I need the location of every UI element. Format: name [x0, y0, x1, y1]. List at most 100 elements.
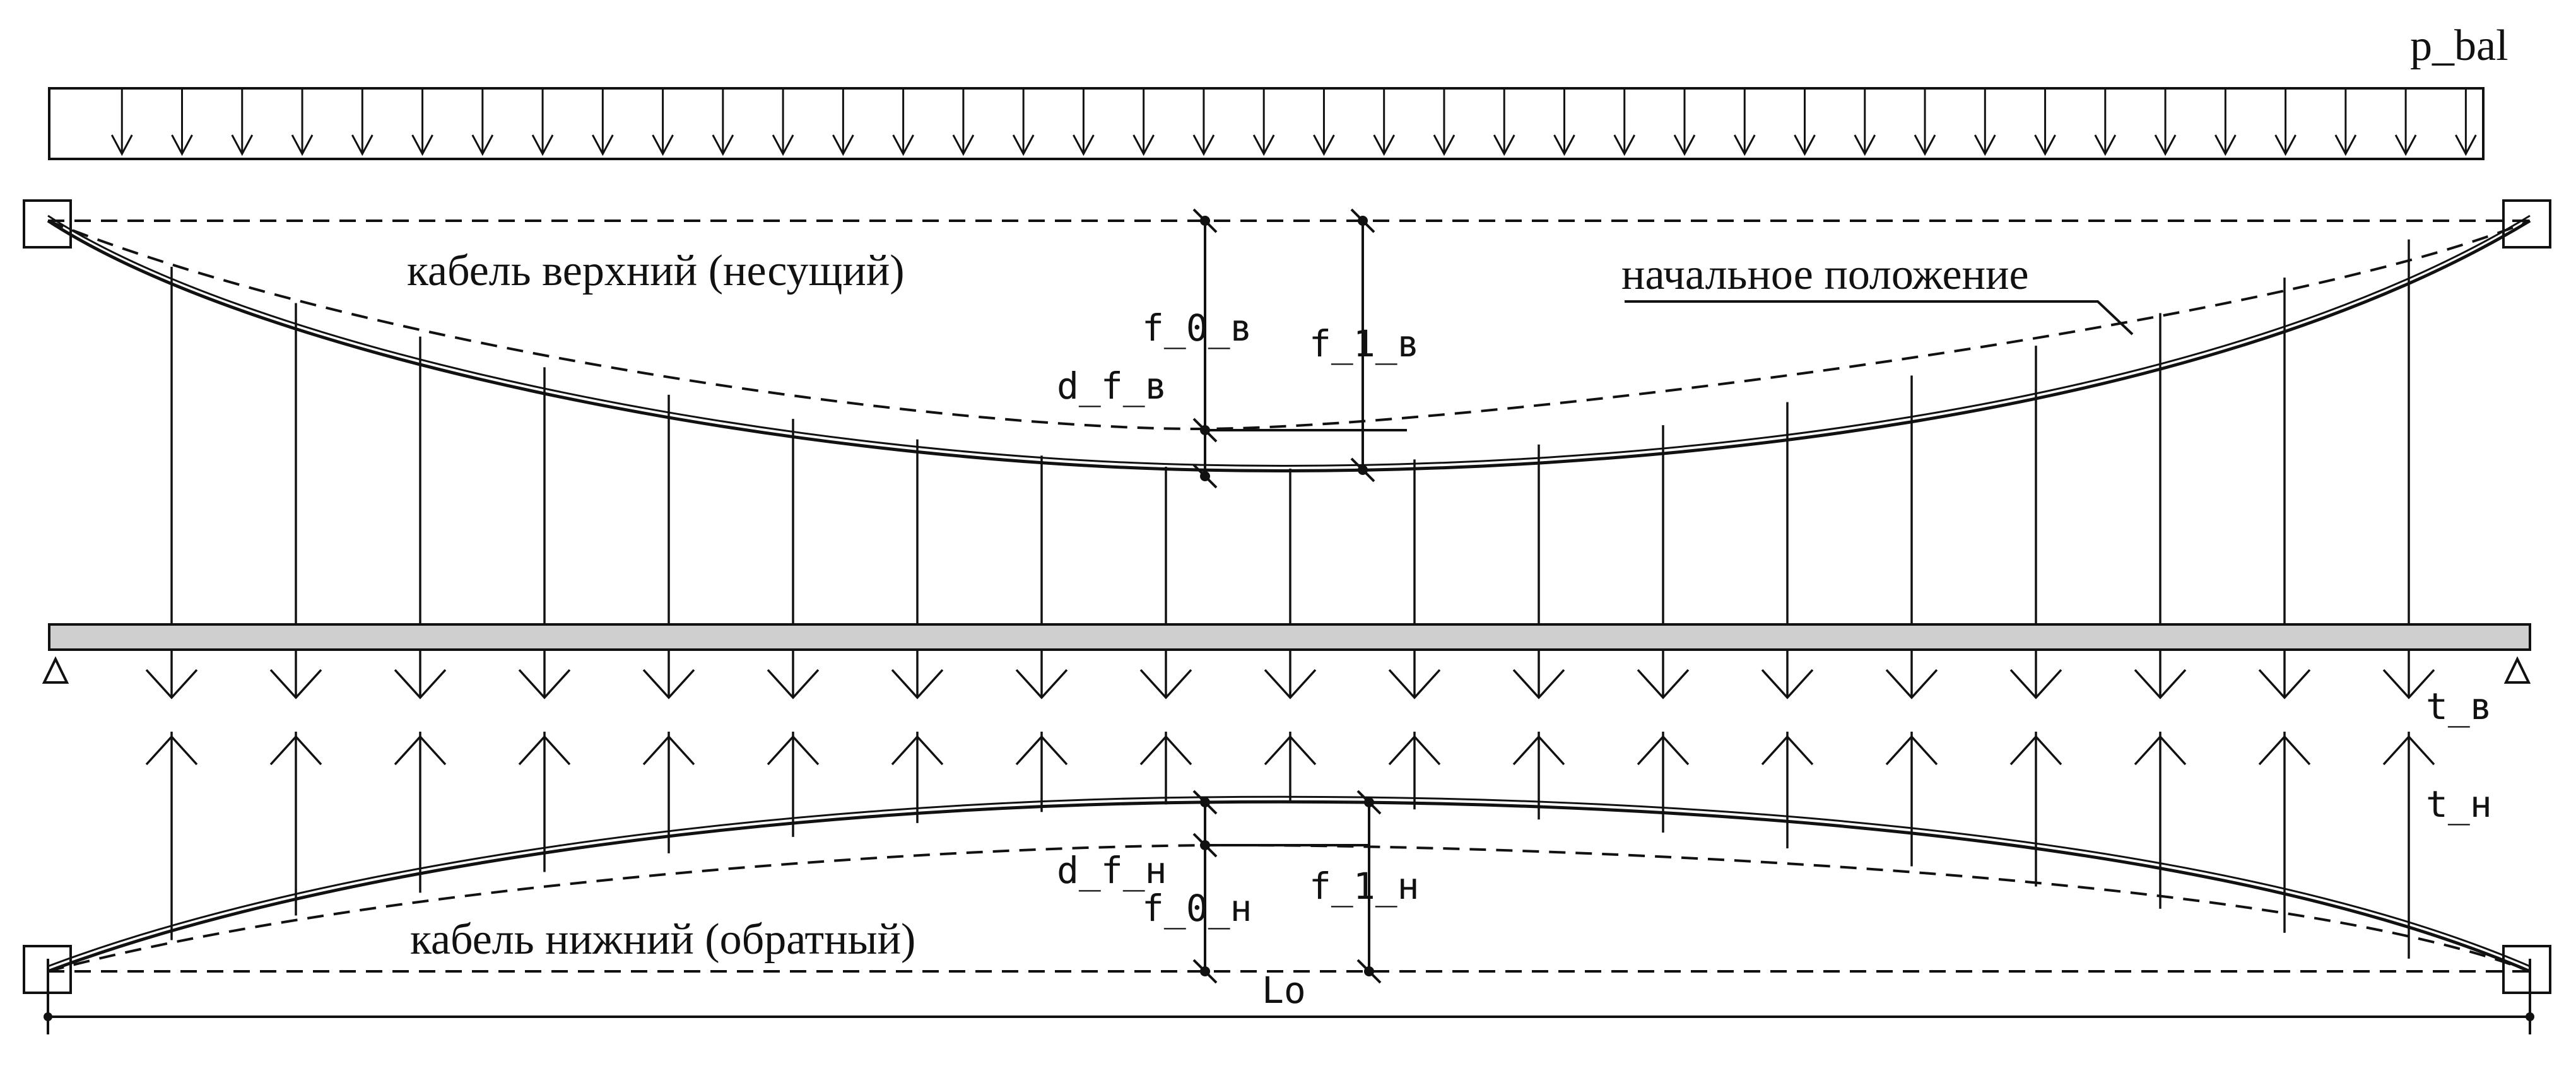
load-arrow-head — [231, 134, 254, 156]
load-arrow-head — [471, 134, 494, 156]
force-arrow-down-head — [145, 669, 198, 699]
load-arrow-head — [1673, 134, 1696, 156]
force-arrow-up-head — [2134, 735, 2187, 766]
hangers — [170, 239, 2410, 624]
dimension-lower — [1192, 790, 1382, 984]
f1-upper-label: f_1_в — [1309, 322, 1420, 365]
force-arrow-up-head — [1512, 735, 1565, 766]
f0-upper-label: f_0_в — [1142, 307, 1252, 349]
force-arrow-up-head — [767, 735, 820, 766]
load-arrow-head — [892, 134, 914, 156]
force-arrow-up-head — [1388, 735, 1441, 766]
force-arrow-down-head — [2009, 669, 2062, 699]
load-arrows — [110, 88, 2477, 156]
load-arrow-head — [952, 134, 975, 156]
load-arrow-head — [351, 134, 373, 156]
force-arrow-up-head — [1761, 735, 1814, 766]
force-arrow-down-head — [2258, 669, 2311, 699]
span-label: Lo — [1262, 969, 1306, 1012]
load-arrow-head — [592, 134, 614, 156]
f1-lower-label: f_1_н — [1309, 865, 1420, 908]
force-arrow-up-head — [1885, 735, 1938, 766]
force-arrow-up-head — [891, 735, 944, 766]
force-arrow-down-head — [269, 669, 322, 699]
load-arrow-head — [411, 134, 433, 156]
load-arrow-head — [1252, 134, 1275, 156]
load-arrow-head — [832, 134, 854, 156]
deck-beam — [42, 623, 2531, 684]
lower-initial-position-curve — [47, 843, 2531, 973]
load-arrow-head — [2154, 134, 2177, 156]
force-arrow-up-head — [269, 735, 322, 766]
force-arrow-up-head — [2258, 735, 2311, 766]
load-arrow-head — [2274, 134, 2297, 156]
support-left — [42, 656, 69, 684]
p-bal-label: p_bal — [2410, 21, 2508, 70]
force-arrow-down-head — [642, 669, 695, 699]
support-right — [2503, 656, 2531, 684]
dimension-lower-dots — [1200, 797, 1374, 976]
force-arrow-down-head — [1512, 669, 1565, 699]
force-arrow-down-head — [1637, 669, 1690, 699]
force-arrow-up-head — [2009, 735, 2062, 766]
t-lower-label: t_н — [2426, 783, 2492, 826]
load-arrow-head — [2455, 134, 2477, 156]
force-arrow-down-head — [767, 669, 820, 699]
load-arrow-head — [2034, 134, 2056, 156]
load-arrow-head — [1553, 134, 1575, 156]
force-arrow-down-head — [1388, 669, 1441, 699]
load-arrow-head — [1973, 134, 1996, 156]
force-arrow-down-head — [2134, 669, 2187, 699]
load-arrow-head — [2394, 134, 2417, 156]
force-arrow-up-head — [145, 735, 198, 766]
force-arrow-up-head — [1139, 735, 1192, 766]
force-arrow-down-head — [1264, 669, 1317, 699]
force-arrow-up-head — [518, 735, 571, 766]
load-arrow-head — [1132, 134, 1155, 156]
anchors — [23, 199, 2551, 994]
load-arrow-head — [110, 134, 133, 156]
anchor-upper-right — [2502, 199, 2551, 249]
force-arrow-up-head — [1637, 735, 1690, 766]
upper-cable-label: кабель верхний (несущий) — [407, 247, 905, 295]
load-arrow-head — [1012, 134, 1035, 156]
load-arrow-head — [1192, 134, 1215, 156]
load-arrow-head — [1733, 134, 1756, 156]
df-upper-label: d_f_в — [1057, 365, 1167, 407]
load-arrow-head — [1493, 134, 1515, 156]
load-arrow-head — [1373, 134, 1396, 156]
load-arrow-head — [2214, 134, 2237, 156]
load-arrow-head — [1313, 134, 1335, 156]
load-arrow-head — [772, 134, 794, 156]
force-arrow-down-head — [1761, 669, 1814, 699]
force-arrow-down-head — [1015, 669, 1068, 699]
load-arrow-head — [1433, 134, 1456, 156]
anchor-upper-left — [23, 199, 72, 249]
f0-lower-label: f_0_н — [1142, 887, 1252, 930]
load-arrow-head — [2334, 134, 2357, 156]
load-arrow-head — [1613, 134, 1636, 156]
t-upper-label: t_в — [2426, 685, 2492, 728]
initial-position-label: начальное положение — [1621, 250, 2029, 299]
upper-cable — [47, 214, 2531, 472]
struts — [170, 732, 2410, 959]
load-arrow-head — [531, 134, 554, 156]
force-arrow-up-head — [2382, 735, 2435, 766]
anchor-lower-right — [2502, 945, 2551, 994]
force-arrow-down-head — [1885, 669, 1938, 699]
force-arrow-down-head — [1139, 669, 1192, 699]
distributed-load-p-bal — [48, 87, 2485, 160]
force-arrow-down-head — [891, 669, 944, 699]
force-arrow-up-head — [1015, 735, 1068, 766]
lower-cable — [47, 795, 2531, 973]
dimension-upper-dots — [1200, 216, 1368, 481]
load-arrow-head — [291, 134, 314, 156]
force-arrows — [145, 650, 2435, 766]
upper-initial-position-curve — [47, 219, 2531, 431]
force-arrow-up-head — [1264, 735, 1317, 766]
lower-cable-label: кабель нижний (обратный) — [410, 915, 915, 964]
force-arrow-up-head — [394, 735, 447, 766]
load-arrow-head — [1914, 134, 1936, 156]
df-lower-label: d_f_н — [1057, 849, 1167, 892]
